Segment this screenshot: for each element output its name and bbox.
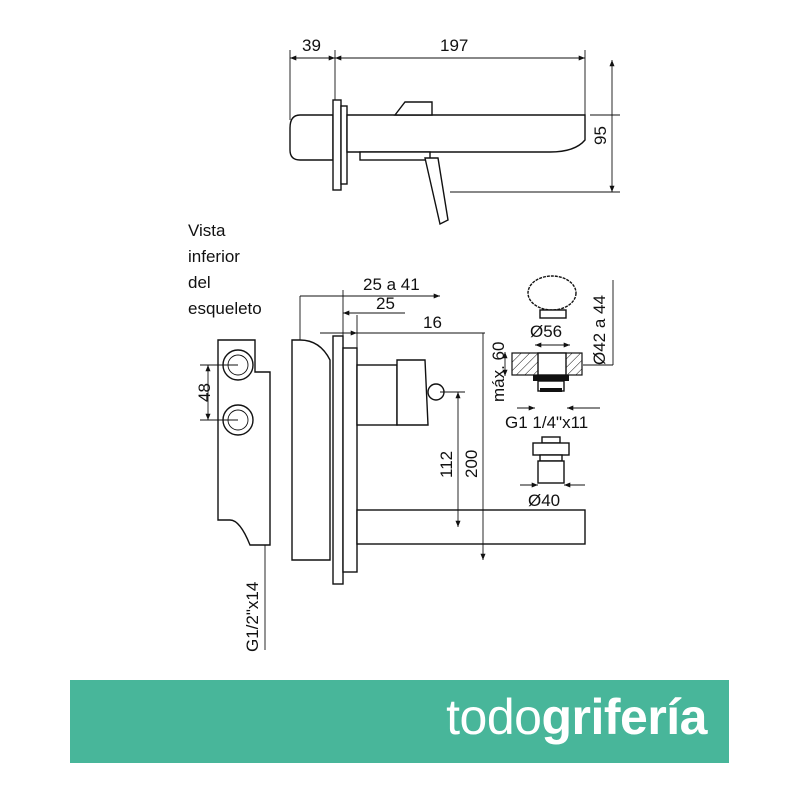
dim-25: 25 xyxy=(376,294,395,313)
dim-max-60: máx. 60 xyxy=(489,342,508,402)
skeleton-bottom-view: 48 G1/2"x14 xyxy=(195,339,271,652)
thread-inlet: G1/2"x14 xyxy=(243,582,262,652)
dim-56: Ø56 xyxy=(530,322,562,341)
caption-line: Vista xyxy=(188,221,226,240)
caption: Vista inferior del esqueleto xyxy=(188,221,262,318)
dim-48: 48 xyxy=(195,383,214,402)
dim-40: Ø40 xyxy=(528,491,560,510)
logo-part-griferia: grifería xyxy=(541,689,707,745)
dim-197: 197 xyxy=(440,36,468,55)
caption-line: inferior xyxy=(188,247,240,266)
dim-16: 16 xyxy=(423,313,442,332)
dim-112: 112 xyxy=(437,451,456,478)
top-view: 39 197 95 xyxy=(289,36,620,226)
logo-part-todo: todo xyxy=(446,689,542,745)
drawing-svg: 39 197 95 Vista inferior del esqueleto 4… xyxy=(188,36,620,652)
brand-banner: todogrifería xyxy=(70,680,729,763)
side-view: 25 a 41 25 16 112 200 xyxy=(291,275,586,585)
dim-39: 39 xyxy=(302,36,321,55)
dim-25-a-41: 25 a 41 xyxy=(363,275,420,294)
caption-line: esqueleto xyxy=(188,299,262,318)
dim-95: 95 xyxy=(591,126,610,145)
thread-drain: G1 1/4"x11 xyxy=(505,413,588,432)
caption-line: del xyxy=(188,273,211,292)
brand-logo: todogrifería xyxy=(446,688,707,746)
drain-detail: Ø56 Ø42 a 44 máx. 60 G1 1/4"x11 Ø40 xyxy=(489,275,614,510)
dim-42-a-44: Ø42 a 44 xyxy=(590,295,609,365)
dim-200: 200 xyxy=(462,450,481,478)
